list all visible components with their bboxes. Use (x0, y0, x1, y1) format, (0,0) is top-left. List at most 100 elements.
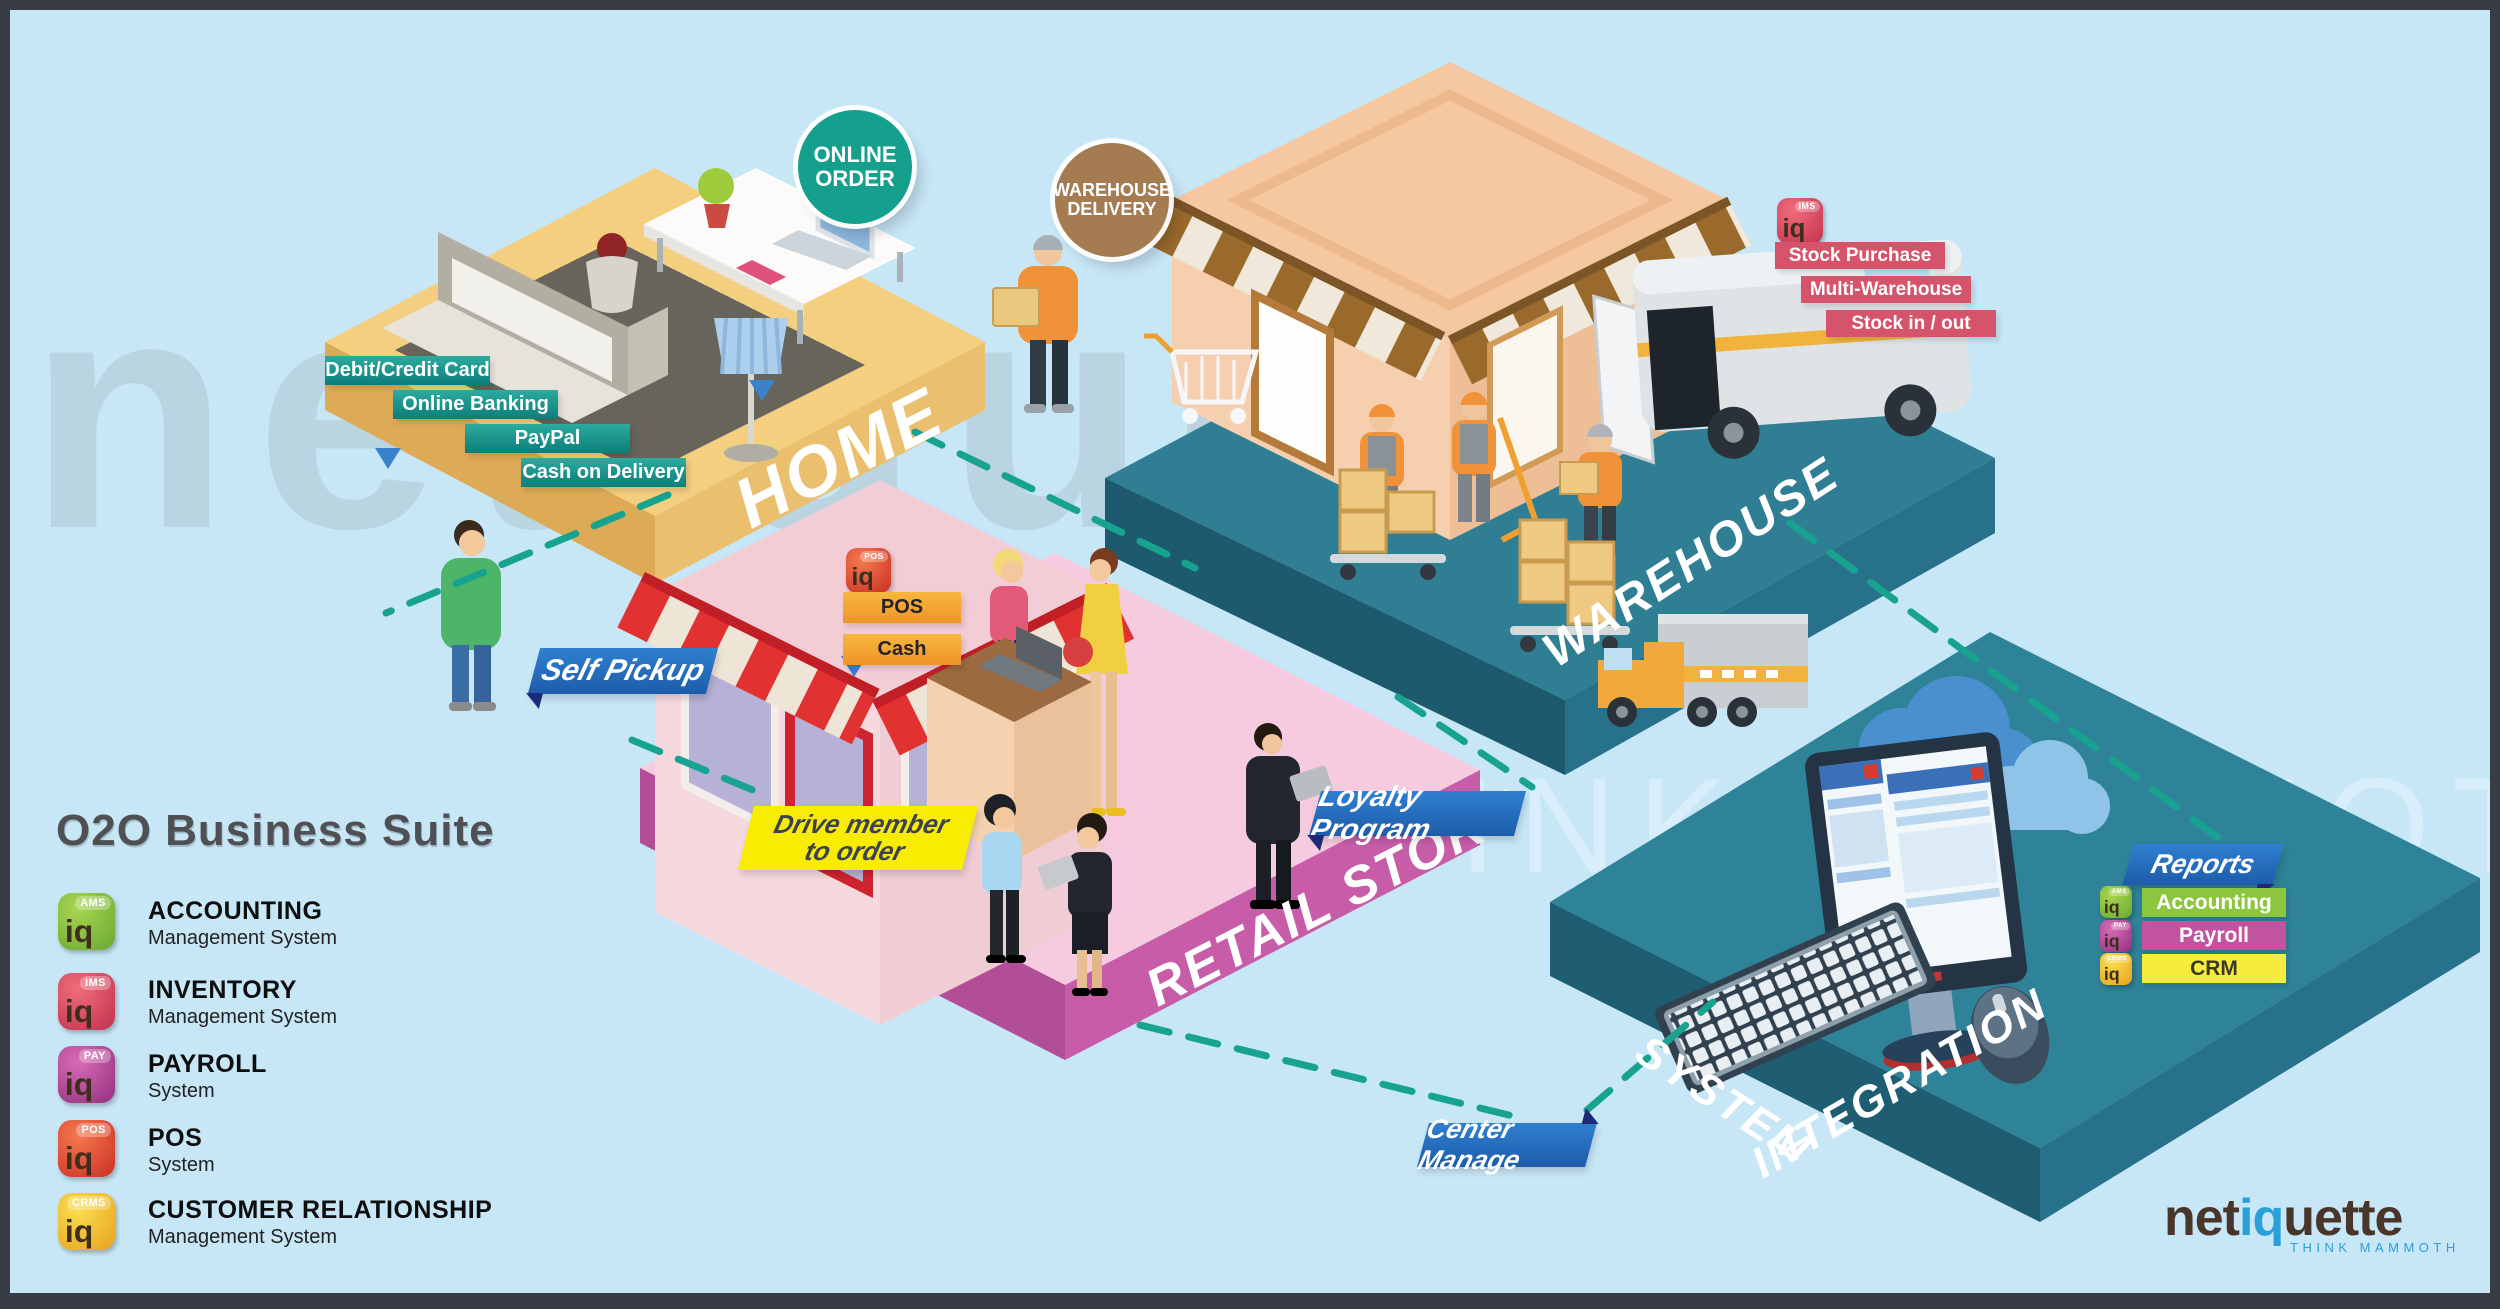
warehouse-door (1251, 288, 1334, 477)
iq-logo: iq (2103, 930, 2120, 951)
report-item-crm: CRM (2142, 954, 2286, 983)
legend-crms-icon: CRMS iq (58, 1193, 115, 1250)
netiquette-logo: netiquette (2164, 1189, 2403, 1247)
legend-item-name: CUSTOMER RELATIONSHIP (148, 1196, 493, 1224)
ams-badge: AMS (2109, 887, 2130, 896)
retail-staff (982, 794, 1112, 996)
legend-item-desc: System (148, 1154, 215, 1176)
sofa-armrest (628, 307, 668, 395)
ims-app-icon: IMS iq (1777, 198, 1823, 244)
iq-logo: iq (2103, 963, 2120, 984)
connector-selfpickup-retail (628, 736, 764, 797)
legend-item-desc: Management System (148, 927, 337, 949)
legend-item-name: PAYROLL (148, 1050, 267, 1078)
payment-label-paypal: PayPal (465, 424, 630, 453)
ams-app-icon: AMS iq (2100, 886, 2132, 918)
iq-logo: iq (2103, 896, 2120, 917)
legend-item-accounting: ACCOUNTING Management System (148, 897, 337, 950)
online-order-badge: ONLINE ORDER (798, 110, 912, 224)
center-manage-banner: Center Manage (1415, 1108, 1603, 1175)
report-item-accounting: Accounting (2142, 888, 2286, 917)
drive-member-line2: to order (801, 836, 908, 866)
legend-item-name: POS (148, 1124, 203, 1152)
ims-badge: IMS (80, 976, 112, 990)
legend-item-payroll: PAYROLL System (148, 1050, 267, 1103)
payment-label-debit-credit-card: Debit/Credit Card (325, 356, 490, 385)
online-order-line2: ORDER (815, 166, 895, 191)
flow-arrow-icon (375, 448, 401, 469)
connector-centermanage-system (1583, 998, 1717, 1114)
pos-app-icon: POS iq (846, 548, 891, 593)
legend-item-crm: CUSTOMER RELATIONSHIP Management System (148, 1196, 492, 1249)
retail-feature-cash: Cash (843, 634, 961, 665)
legend-item-desc: Management System (148, 1006, 337, 1028)
reports-label: Reports (2148, 849, 2259, 879)
legend-item-pos: POS System (148, 1124, 215, 1177)
iq-logo: iq (64, 992, 94, 1029)
reports-banner: Reports (2122, 844, 2284, 900)
payment-label-online-banking: Online Banking (393, 390, 558, 419)
warehouse-store (1141, 62, 1752, 540)
warehouse-awning-left (1141, 193, 1446, 381)
warehouse-delivery-line1: WAREHOUSE (1053, 179, 1172, 200)
ams-badge: AMS (75, 896, 112, 910)
sofa-cushion (452, 258, 612, 382)
keyboard (1655, 902, 1936, 1094)
flow-arrow-icon (749, 380, 775, 401)
iq-logo: iq (64, 912, 94, 949)
book (736, 260, 786, 285)
logo-uette: uette (2283, 1189, 2403, 1247)
iq-logo: iq (1782, 214, 1806, 243)
warehouse-feature-multi-warehouse: Multi-Warehouse (1801, 276, 1971, 303)
legend-ams-icon: AMS iq (58, 893, 115, 950)
report-item-payroll: Payroll (2142, 921, 2286, 950)
mouse (1970, 986, 2050, 1084)
iq-logo: iq (64, 1139, 94, 1176)
lamp-base (724, 444, 778, 462)
drive-member-line1: Drive member (771, 808, 953, 839)
payment-label-cash-on-delivery: Cash on Delivery (521, 458, 686, 487)
warehouse-delivery-line2: DELIVERY (1067, 199, 1157, 219)
pay-badge: PAY (2111, 921, 2130, 930)
desk-legs (657, 238, 903, 344)
pos-badge: POS (76, 1123, 112, 1137)
legend-pos-icon: POS iq (58, 1120, 115, 1177)
iq-logo: iq (64, 1065, 94, 1102)
sofa-seat (382, 300, 628, 423)
retail-feature-pos: POS (843, 592, 961, 623)
center-manage-label: Center Manage (1414, 1114, 1524, 1175)
shopper-hair (597, 233, 627, 263)
plant-pot (704, 204, 730, 228)
person-manager (1246, 723, 1333, 909)
iq-logo: iq (851, 563, 874, 592)
legend-item-desc: System (148, 1080, 215, 1102)
warehouse-feature-stock-purchase: Stock Purchase (1775, 242, 1945, 269)
drive-member-banner: Drive member to order (738, 806, 978, 870)
flow-connectors (382, 428, 2247, 1121)
self-pickup-label: Self Pickup (537, 654, 709, 687)
connector-warehouse-system (1786, 519, 2247, 860)
loyalty-program-banner: Loyalty Program (1302, 781, 1527, 851)
legend-ims-icon: IMS iq (58, 973, 115, 1030)
crms-badge: CRMS (66, 1196, 112, 1210)
person-delivery (992, 235, 1078, 413)
logo-iq: iq (2239, 1189, 2284, 1247)
clipboard (1037, 855, 1079, 890)
home-scene (382, 168, 916, 475)
retail-awning-left (617, 572, 880, 745)
pos-laptop (1016, 626, 1062, 680)
pay-badge: PAY (78, 1049, 112, 1063)
crms-app-icon: CRMS iq (2100, 953, 2132, 985)
logo-net: net (2164, 1189, 2240, 1247)
shopper-body (586, 256, 638, 313)
legend-pay-icon: PAY iq (58, 1046, 115, 1103)
connector-retail-centermanage (1136, 1021, 1521, 1121)
person-customer (441, 520, 501, 711)
legend-item-desc: Management System (148, 1226, 337, 1248)
connector-home-retail (911, 428, 1199, 572)
pos-badge: POS (860, 550, 888, 562)
connector-warehouse-loyalty (1394, 693, 1536, 791)
warehouse-workers (1330, 392, 1630, 652)
legend-item-inventory: INVENTORY Management System (148, 976, 337, 1029)
crms-badge: CRMS (2104, 954, 2130, 963)
